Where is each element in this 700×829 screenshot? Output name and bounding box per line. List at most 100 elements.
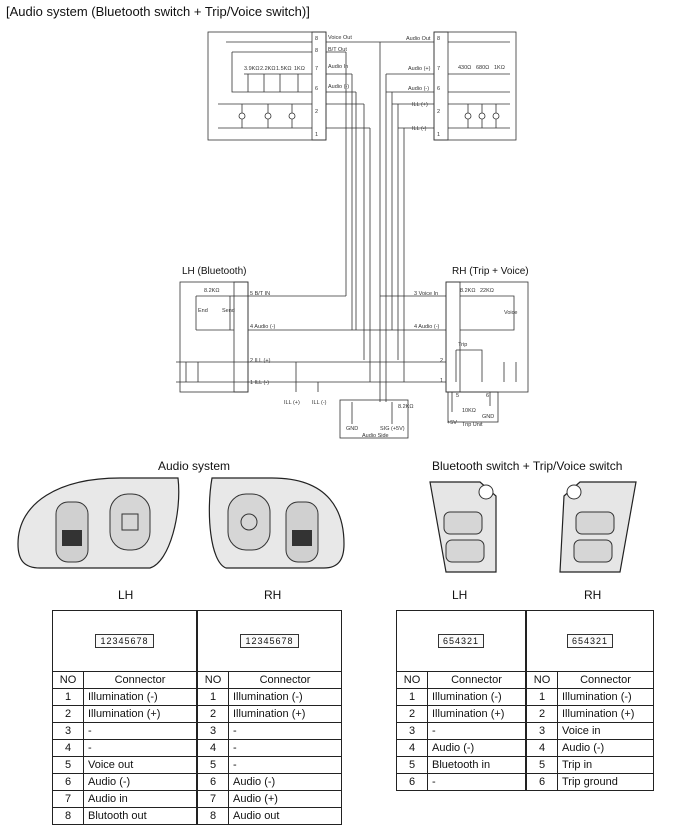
pin-number: 6 (52, 773, 84, 791)
pin-connector: - (228, 756, 342, 774)
wiring-schematic: 887 621 Voice Out B/T Out Audio In Audio… (176, 31, 529, 439)
audio-rh-switch-illustration (208, 477, 345, 569)
col-connector: Connector (427, 671, 526, 689)
pin-number: 2 (197, 705, 229, 723)
svg-text:2: 2 (440, 358, 443, 364)
col-connector: Connector (83, 671, 197, 689)
tv-pin-3: 3 Voice In (414, 291, 438, 297)
bt-sw-end: End (198, 308, 208, 314)
trip-gnd: GND (482, 414, 494, 420)
audio-rh-box (433, 31, 517, 141)
pin-connector: - (228, 739, 342, 757)
tv-pin-4: 4 Audio (-) (414, 324, 440, 330)
pin-number: 1 (197, 688, 229, 706)
res-3: 1.5KΩ (276, 66, 291, 72)
pin-ill-minus-label: ILL (-) (412, 126, 427, 132)
switch-illustrations (17, 477, 637, 573)
pin-connector: Audio (+) (228, 790, 342, 808)
table-row: 3- (197, 722, 342, 740)
pin-connector: - (427, 722, 526, 740)
pin-number: 3 (396, 722, 428, 740)
bt-rh-switch-illustration (559, 481, 637, 573)
bt-pin-2: 2 ILL (+) (250, 358, 271, 364)
pin-number: 8 (197, 807, 229, 825)
pin-connector: Illumination (+) (427, 705, 526, 723)
bt-pin-1: 1 ILL (-) (250, 380, 269, 386)
pin-number: 7 (197, 790, 229, 808)
res-1: 3.9KΩ (244, 66, 259, 72)
pin-number: 5 (197, 756, 229, 774)
bt-rh-label: RH (584, 588, 602, 602)
tv-sw-trip: Trip (458, 342, 467, 348)
pin-number: 4 (197, 739, 229, 757)
audio-lh-label: LH (118, 588, 134, 602)
trip-unit: Trip Unit (462, 422, 483, 428)
lamp-icons-lh (238, 104, 296, 128)
col-no: NO (52, 671, 84, 689)
pin-connector: - (83, 722, 197, 740)
pin-connector: Illumination (-) (228, 688, 342, 706)
svg-text:1: 1 (315, 132, 318, 138)
table-row: 4- (197, 739, 342, 757)
audio-side-r: 8.2KΩ (398, 404, 413, 410)
pin-bt-out-label: B/T Out (328, 47, 347, 53)
tv-sw-voice: Voice (504, 310, 517, 316)
table-row: 5- (197, 756, 342, 774)
table-row: 3- (52, 722, 197, 740)
pin-number: 4 (526, 739, 558, 757)
pin-number: 3 (526, 722, 558, 740)
plug-audio-lh: 12345678 (95, 634, 154, 648)
table-row: 4- (52, 739, 197, 757)
audio-side-gnd: GND (346, 426, 358, 432)
svg-text:8: 8 (437, 36, 440, 42)
pin-audio-out-label: Audio Out (406, 36, 431, 42)
bottom-ill-minus: ILL (-) (312, 400, 327, 406)
audio-rh-label: RH (264, 588, 282, 602)
pin-number: 4 (52, 739, 84, 757)
pin-number: 2 (52, 705, 84, 723)
pin-number: 4 (396, 739, 428, 757)
svg-text:1: 1 (440, 378, 443, 384)
svg-text:6: 6 (315, 86, 318, 92)
bottom-ill-plus: ILL (+) (284, 400, 300, 406)
col-connector: Connector (228, 671, 342, 689)
plug-bt-rh: 654321 (566, 634, 614, 648)
res-r1: 430Ω (458, 65, 471, 71)
svg-text:2: 2 (315, 109, 318, 115)
svg-text:2: 2 (437, 109, 440, 115)
bt-lh-title: LH (Bluetooth) (182, 266, 247, 277)
pin-connector: Trip in (557, 756, 654, 774)
pin-audio-in-label: Audio In (328, 64, 348, 70)
pin-connector: Illumination (-) (427, 688, 526, 706)
bt-lh-box (179, 281, 249, 393)
pin-number: 2 (526, 705, 558, 723)
pin-number: 8 (52, 807, 84, 825)
svg-text:5: 5 (456, 393, 459, 399)
trip-plus5: +5V (447, 420, 457, 426)
heading-bt-switch: Bluetooth switch + Trip/Voice switch (432, 459, 623, 473)
plug-bt-lh: 654321 (437, 634, 485, 648)
pin-connector: - (427, 773, 526, 791)
plug-audio-rh: 12345678 (240, 634, 299, 648)
table-row: 3- (396, 722, 526, 740)
res-r3: 1KΩ (494, 65, 505, 71)
pin-number: 6 (197, 773, 229, 791)
pin-number: 5 (52, 756, 84, 774)
bt-pin-4: 4 Audio (-) (250, 324, 276, 330)
audio-side-box (339, 399, 409, 439)
pin-voice-out-label: Voice Out (328, 35, 352, 41)
